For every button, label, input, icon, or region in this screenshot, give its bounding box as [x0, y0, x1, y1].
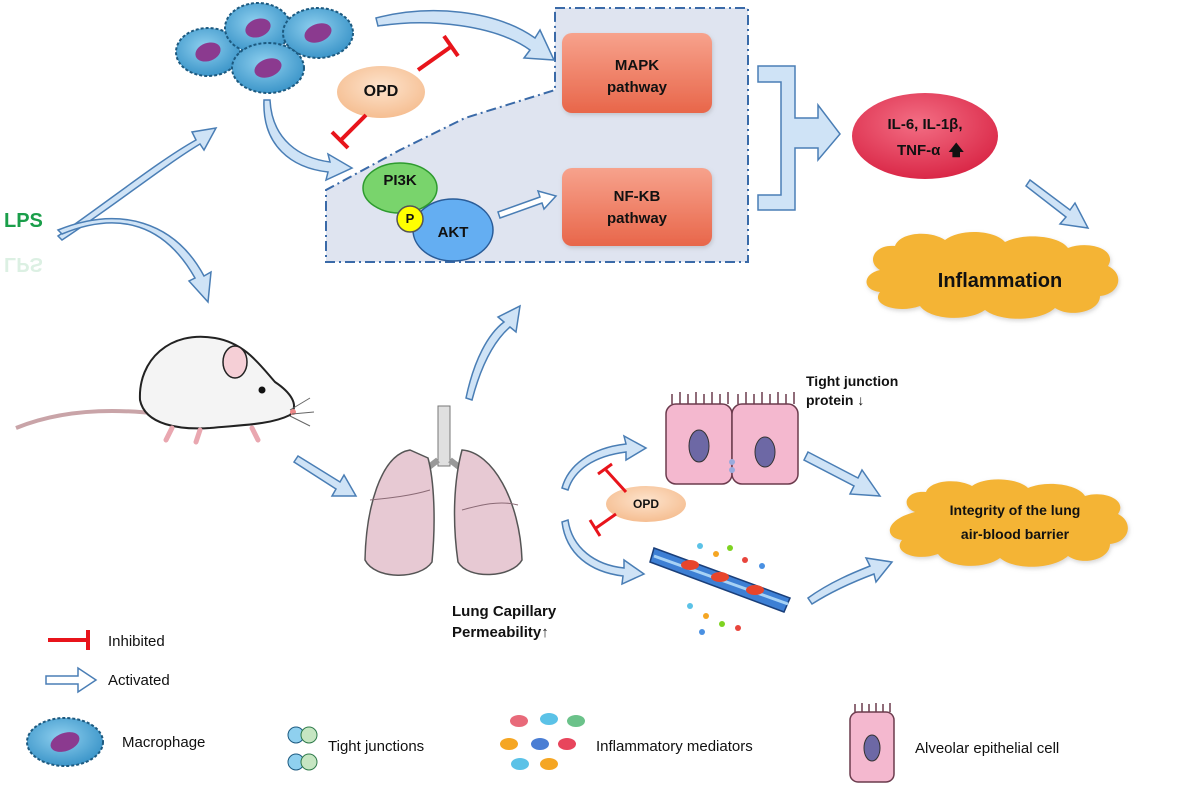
barrier-line1: Integrity of the lung — [949, 502, 1081, 518]
legend-activated-symbol — [45, 666, 98, 694]
phospho-circle — [396, 205, 424, 233]
legend-activated-label: Activated — [108, 672, 170, 689]
barrier-line2: air-blood barrier — [960, 526, 1070, 542]
opd-label-top: OPD — [363, 83, 399, 100]
mapk-label-line2: pathway — [606, 79, 667, 96]
arrow-lung-to-capillary — [561, 519, 646, 586]
arrow-lung-to-pathway — [465, 304, 521, 401]
inhibit-opd-to-mapk — [416, 34, 460, 72]
akt-label: AKT — [437, 224, 469, 241]
legend-macrophage-label: Macrophage — [122, 734, 206, 751]
mouse-illustration — [15, 335, 315, 445]
arrow-akt-to-nfkb — [497, 189, 558, 219]
arrow-capillary-to-barrier — [806, 557, 894, 606]
legend-mediators-icon — [500, 713, 585, 770]
inhibit-opd-to-pi3k — [330, 113, 368, 150]
capillary-illustration — [649, 547, 792, 613]
legend-tight-junctions-label: Tight junctions — [328, 738, 425, 755]
opd-label-bottom: OPD — [632, 497, 659, 511]
arrow-macrophage-to-mapk — [375, 9, 556, 61]
nfkb-label-line1: NF-KB — [613, 188, 661, 205]
inflammation-label: Inflammation — [937, 270, 1063, 292]
nfkb-label-line2: pathway — [606, 210, 667, 227]
cytokines-line2: TNF-α 🡅 — [897, 140, 964, 165]
arrow-epithelial-to-barrier — [802, 450, 882, 497]
arrow-lps-to-macrophage — [56, 127, 218, 241]
legend-macrophage-icon — [26, 717, 104, 767]
legend-inhibited-symbol — [48, 630, 90, 650]
nfkb-pathway-box — [562, 168, 712, 246]
legend-mediators-label: Inflammatory mediators — [596, 738, 753, 755]
arrow-lung-to-epithelial — [561, 434, 648, 491]
mapk-label-line1: MAPK — [614, 57, 660, 74]
mapk-pathway-box — [562, 33, 712, 113]
tight-junction-line1: Tight junction — [806, 373, 899, 389]
cytokines-ellipse — [852, 93, 998, 179]
cytokines-up-arrow: 🡅 — [948, 142, 964, 159]
legend-epithelial-icon — [849, 703, 895, 783]
arrow-mouse-to-lung — [292, 454, 358, 497]
legend-tight-junctions-icon — [287, 726, 318, 771]
arrow-macrophage-to-pi3k — [263, 99, 354, 182]
lps-label: LPS — [4, 210, 43, 232]
inhibit-opd-to-epithelial — [597, 462, 628, 494]
lung-illustration — [364, 405, 523, 576]
permeability-line1: Lung Capillary — [452, 603, 557, 620]
inhibit-opd-to-capillary — [588, 512, 617, 537]
arrow-lps-to-mouse — [56, 217, 212, 304]
legend-epithelial-label: Alveolar epithelial cell — [915, 740, 1060, 757]
permeability-line2: Permeability↑ — [452, 624, 549, 641]
inflammation-cloud — [866, 231, 1119, 319]
legend-inhibited-label: Inhibited — [108, 633, 165, 650]
pi3k-label: PI3K — [383, 172, 417, 189]
opd-ellipse-top — [337, 66, 425, 118]
capillary-mediators — [687, 543, 765, 635]
cytokines-tnf: TNF-α — [897, 142, 941, 159]
cytokines-line1: IL-6, IL-1β, — [887, 116, 963, 133]
opd-ellipse-bottom — [606, 486, 686, 522]
phospho-label: P — [405, 211, 415, 226]
barrier-cloud — [889, 479, 1128, 567]
lps-label-reflection: LPS — [4, 253, 43, 275]
merge-bracket-arrow — [757, 65, 841, 211]
tight-junction-line2: protein ↓ — [806, 392, 865, 408]
macrophage-cluster — [175, 2, 354, 94]
arrow-cytokines-to-inflammation — [1024, 178, 1090, 229]
epithelial-cells — [665, 392, 799, 485]
